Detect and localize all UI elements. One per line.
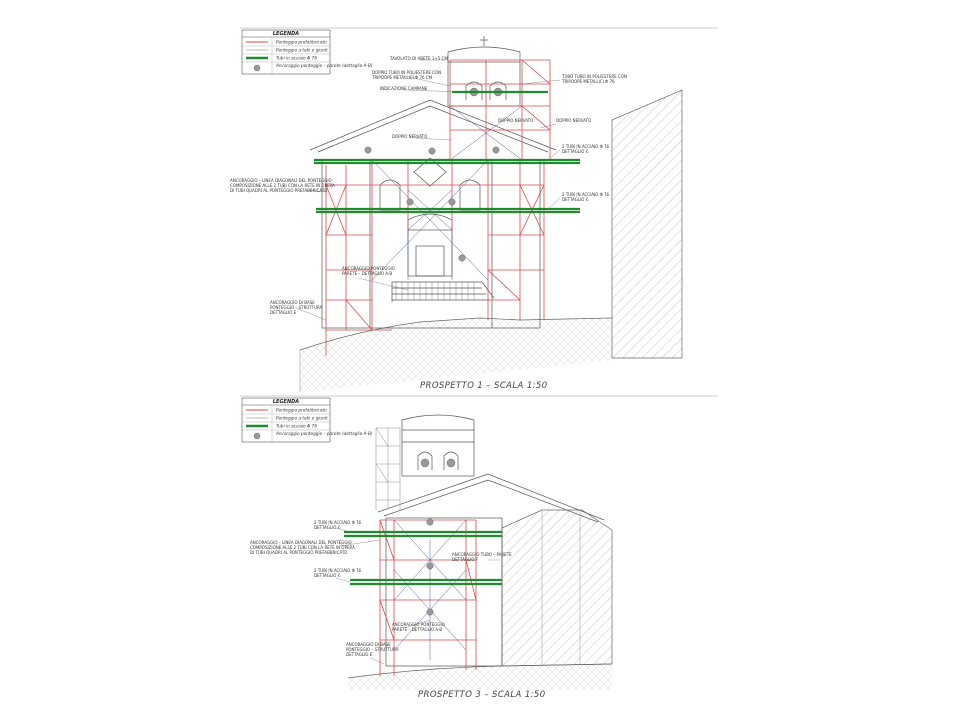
drawing-caption-1: PROSPETTO 1 – SCALA 1:50 [420, 381, 548, 391]
steel-tubes-3 [344, 530, 502, 586]
label-tavolato: TAVOLATO DI ABETE 1+5 CM [389, 56, 448, 61]
legend-item-1: Ponteggio prefabbricato [276, 40, 327, 45]
label-doppio-nervato-3: DOPPIO NERVATO [392, 134, 427, 139]
stair-balustrade-1 [395, 282, 475, 300]
bell-icon [446, 458, 456, 468]
tube-coupler-scaffold-1 [371, 105, 523, 281]
drawing-caption-3: PROSPETTO 3 – SCALA 1:50 [418, 690, 546, 700]
label-ancoraggio-diagonali: ANCORAGGIO – LINEA DIAGONALI DEL PONTEGG… [230, 178, 335, 193]
wall-anchors-3 [426, 518, 434, 616]
tube-coupler-braces-3 [393, 519, 467, 660]
label-ancoraggio-diagonali-3: ANCORAGGIO – LINEA DIAGONALI DEL PONTEGG… [250, 540, 355, 555]
church-facade-1 [309, 99, 557, 329]
label-doppio-nervato-2: DOPPIO NERVATO [498, 118, 533, 123]
legend-item-3: Tubi in acciaio Φ 76 [276, 424, 317, 429]
wall-anchors-1 [364, 146, 500, 262]
church-roof-3 [377, 473, 605, 667]
leader-lines-3 [335, 527, 500, 665]
bell-icon [420, 458, 430, 468]
legend-item-2: Ponteggio a tubi e giunti [276, 416, 328, 421]
label-doppio-nervato-1: DOPPIO NERVATO [556, 118, 591, 123]
adjacent-building-1 [611, 89, 683, 359]
prefab-scaffold-1 [325, 59, 551, 356]
leader-lines-1 [295, 59, 561, 321]
legend-item-4: Ancoraggio ponteggio – parete (dettaglio… [275, 63, 373, 68]
label-campane: INDICAZIONE CAMPANE [380, 86, 428, 91]
legend-box-2: LEGENDA Ponteggio prefabbricato Ponteggi… [241, 397, 373, 443]
bell-tower-1 [447, 36, 521, 107]
legend-box: LEGENDA Ponteggio prefabbricato Ponteggi… [241, 29, 373, 75]
elevation-drawing-1: TAVOLATO DI ABETE 1+5 CM DOPPIO TUBO IN … [230, 36, 683, 392]
tube-coupler-tower-3 [375, 427, 401, 510]
legend-title: LEGENDA [273, 31, 299, 37]
legend-title: LEGENDA [273, 399, 299, 405]
legend-item-4: Ancoraggio ponteggio – parete (dettaglio… [275, 431, 373, 436]
adjacent-building-3 [501, 509, 613, 667]
legend-item-2: Ponteggio a tubi e giunti [276, 48, 328, 53]
steel-tubes-1 [314, 90, 580, 214]
bell-tower-3 [401, 414, 475, 477]
prefab-scaffold-3 [379, 519, 477, 676]
legend-item-3: Tubi in acciaio Φ 76 [276, 56, 317, 61]
legend-item-1: Ponteggio prefabbricato [276, 408, 327, 413]
